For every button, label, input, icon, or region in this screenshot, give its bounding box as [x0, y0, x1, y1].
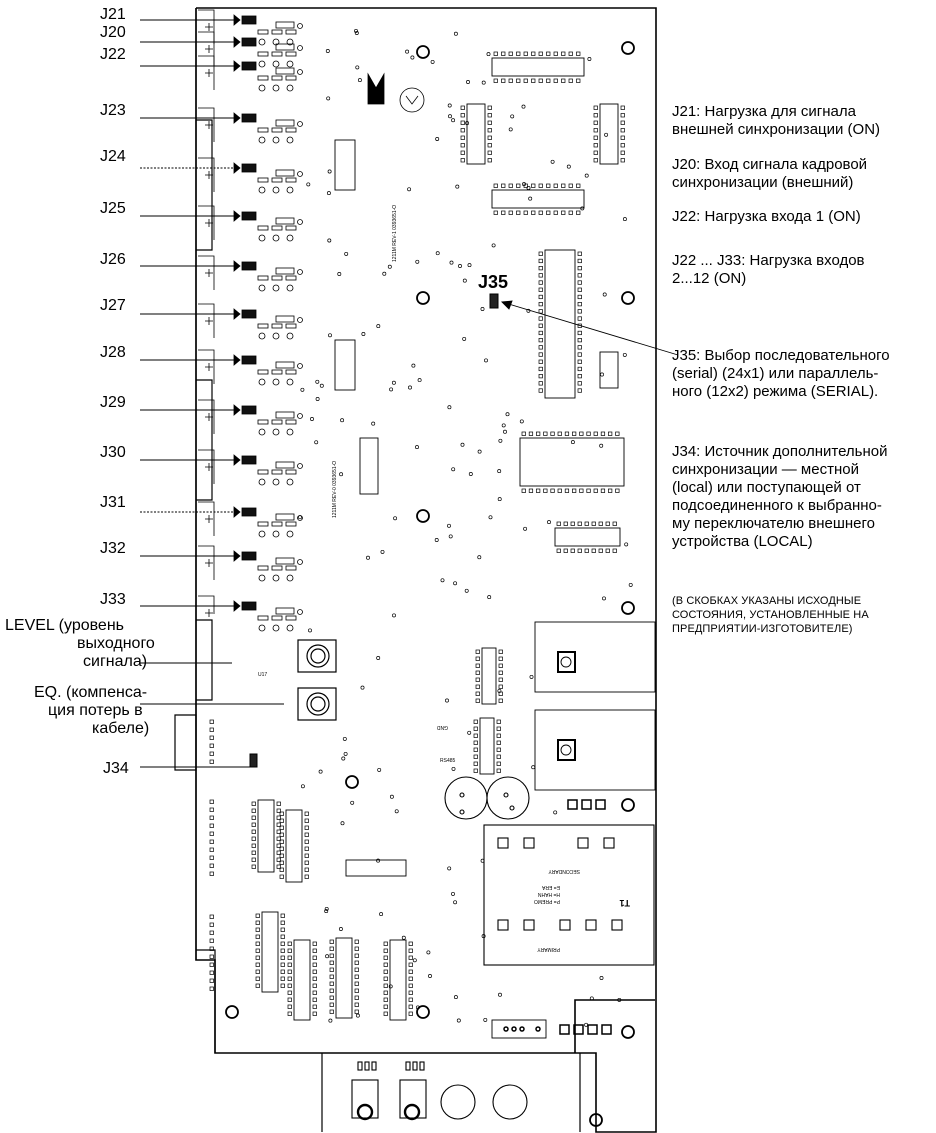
- jumper-label-j20: J20: [100, 24, 126, 41]
- note-j34-line-6: устройства (LOCAL): [672, 533, 813, 550]
- eq-label-line-2: ция потерь в: [48, 702, 143, 719]
- board-id-2: 1211M REV-0 0393651-O: [332, 461, 338, 518]
- eq-label-line-3: кабеле): [92, 720, 150, 737]
- left-edge-steps: [174, 8, 216, 1053]
- j35-label: J35: [478, 272, 509, 292]
- note-j21-line-1: J21: Нагрузка для сигнала: [672, 103, 856, 120]
- channel-block: [198, 595, 303, 632]
- note-j20: J20: Вход сигнала кадровой синхронизации…: [672, 156, 934, 192]
- jumper-label-j32: J32: [100, 540, 126, 557]
- note-j20-line-1: J20: Вход сигнала кадровой: [672, 156, 868, 173]
- note-j21: J21: Нагрузка для сигнала внешней синхро…: [672, 103, 934, 139]
- note-j34-line-5: му переключателю внешнего: [672, 515, 875, 532]
- j35-leader: [501, 300, 679, 356]
- note-j22-line-1: J22: Нагрузка входа 1 (ON): [672, 208, 861, 225]
- note-j35-line-2: (serial) (24x1) или параллель-: [672, 365, 879, 382]
- ic-pins: [209, 51, 625, 1016]
- bottom-tab-outline: [321, 1053, 581, 1132]
- note-j34: J34: Источник дополнительной синхронизац…: [672, 443, 934, 551]
- note-j22: J22: Нагрузка входа 1 (ON): [672, 208, 934, 226]
- mounting-holes: [225, 41, 635, 1127]
- leader-lines: [140, 19, 284, 768]
- channel-block: [198, 9, 303, 46]
- note-j35-line-1: J35: Выбор последовательного: [672, 347, 890, 364]
- note-footnote: (В СКОБКАХ УКАЗАНЫ ИСХОДНЫЕ СОСТОЯНИЯ, У…: [672, 594, 934, 636]
- level-label-line-1: LEVEL (уровень: [5, 617, 124, 634]
- note-footnote-line-2: СОСТОЯНИЯ, УСТАНОВЛЕННЫЕ НА: [672, 609, 869, 621]
- note-footnote-line-3: ПРЕДПРИЯТИИ-ИЗГОТОВИТЕЛЕ): [672, 623, 853, 635]
- jumper-label-j21: J21: [100, 6, 126, 23]
- trimmer-potentiometers: [297, 639, 337, 721]
- t1-silk: T1: [619, 898, 630, 908]
- note-j34-line-4: подсоединенного к выбранно-: [672, 497, 882, 514]
- gnd-silk: GND: [437, 724, 449, 730]
- note-j35-line-3: ного (12x2) режима (SERIAL).: [672, 383, 879, 400]
- jumper-label-j31: J31: [100, 494, 126, 511]
- note-j20-line-2: синхронизации (внешний): [672, 174, 854, 191]
- channel-block: [198, 205, 303, 242]
- jumper-label-j33: J33: [100, 591, 126, 608]
- eq-label-line-1: EQ. (компенса-: [34, 684, 148, 701]
- board-id-1: 1211M REV-1 0393651-O: [392, 205, 398, 262]
- electrolytic-capacitors: [440, 776, 530, 1120]
- secondary-silk: SECONDARY: [548, 868, 580, 874]
- bottom-regulators: [351, 1061, 427, 1121]
- jumper-label-j25: J25: [100, 200, 126, 217]
- j34-jumper: [249, 753, 258, 768]
- j34-left-label: J34: [103, 760, 129, 777]
- xfmr-legend-1: P= PREMO: [534, 898, 560, 904]
- level-label-line-2: выходного: [77, 635, 155, 652]
- channel-block: [198, 157, 303, 194]
- rs485-silk: RS485: [440, 758, 456, 764]
- xfmr-legend-3: E= ERA: [541, 884, 560, 890]
- channel-block: [198, 501, 303, 538]
- board-vias: [298, 28, 633, 1027]
- jumper-label-j27: J27: [100, 297, 126, 314]
- note-footnote-line-1: (В СКОБКАХ УКАЗАНЫ ИСХОДНЫЕ: [672, 595, 862, 607]
- power-pads: [491, 799, 612, 1039]
- right-ics: [257, 57, 625, 1021]
- note-j21-line-2: внешней синхронизации (ON): [672, 121, 881, 138]
- note-j35: J35: Выбор последовательного (serial) (2…: [672, 347, 934, 401]
- channel-block: [198, 255, 303, 292]
- output-connectors: [534, 621, 656, 791]
- jumper-label-j30: J30: [100, 444, 126, 461]
- jumper-label-j23: J23: [100, 102, 126, 119]
- channel-block: [198, 303, 303, 340]
- input-channel-blocks: [198, 9, 303, 632]
- note-j22-33-line-2: 2...12 (ON): [672, 270, 747, 287]
- j35-jumper: [489, 293, 499, 309]
- xfmr-legend-2: H= HAHN: [538, 891, 560, 897]
- jumper-label-j22: J22: [100, 46, 126, 63]
- note-j22-33-line-1: J22 ... J33: Нагрузка входов: [672, 252, 865, 269]
- primary-silk: PRIMARY: [537, 946, 560, 952]
- board-logo: [367, 72, 425, 113]
- jumper-label-j26: J26: [100, 251, 126, 268]
- jumper-label-j24: J24: [100, 148, 126, 165]
- jumper-label-j29: J29: [100, 394, 126, 411]
- channel-block: [198, 107, 303, 144]
- note-j34-line-2: синхронизации — местной: [672, 461, 859, 478]
- jumper-label-j28: J28: [100, 344, 126, 361]
- note-j34-line-1: J34: Источник дополнительной: [672, 443, 888, 460]
- channel-block: [198, 349, 303, 386]
- level-label-line-3: сигнала): [83, 653, 148, 670]
- channel-block: [198, 449, 303, 486]
- note-j34-line-3: (local) или поступающей от: [672, 479, 861, 496]
- u17-silk: U17: [258, 672, 267, 678]
- channel-block: [198, 545, 303, 582]
- eq-label: EQ. (компенса- ция потерь в кабеле): [34, 684, 149, 738]
- transformer-t1: [483, 824, 655, 966]
- note-j22-33: J22 ... J33: Нагрузка входов 2...12 (ON): [672, 252, 934, 288]
- channel-block: [198, 31, 303, 68]
- level-label: LEVEL (уровень выходного сигнала): [5, 617, 155, 671]
- channel-block: [198, 399, 303, 436]
- channel-block: [198, 55, 303, 92]
